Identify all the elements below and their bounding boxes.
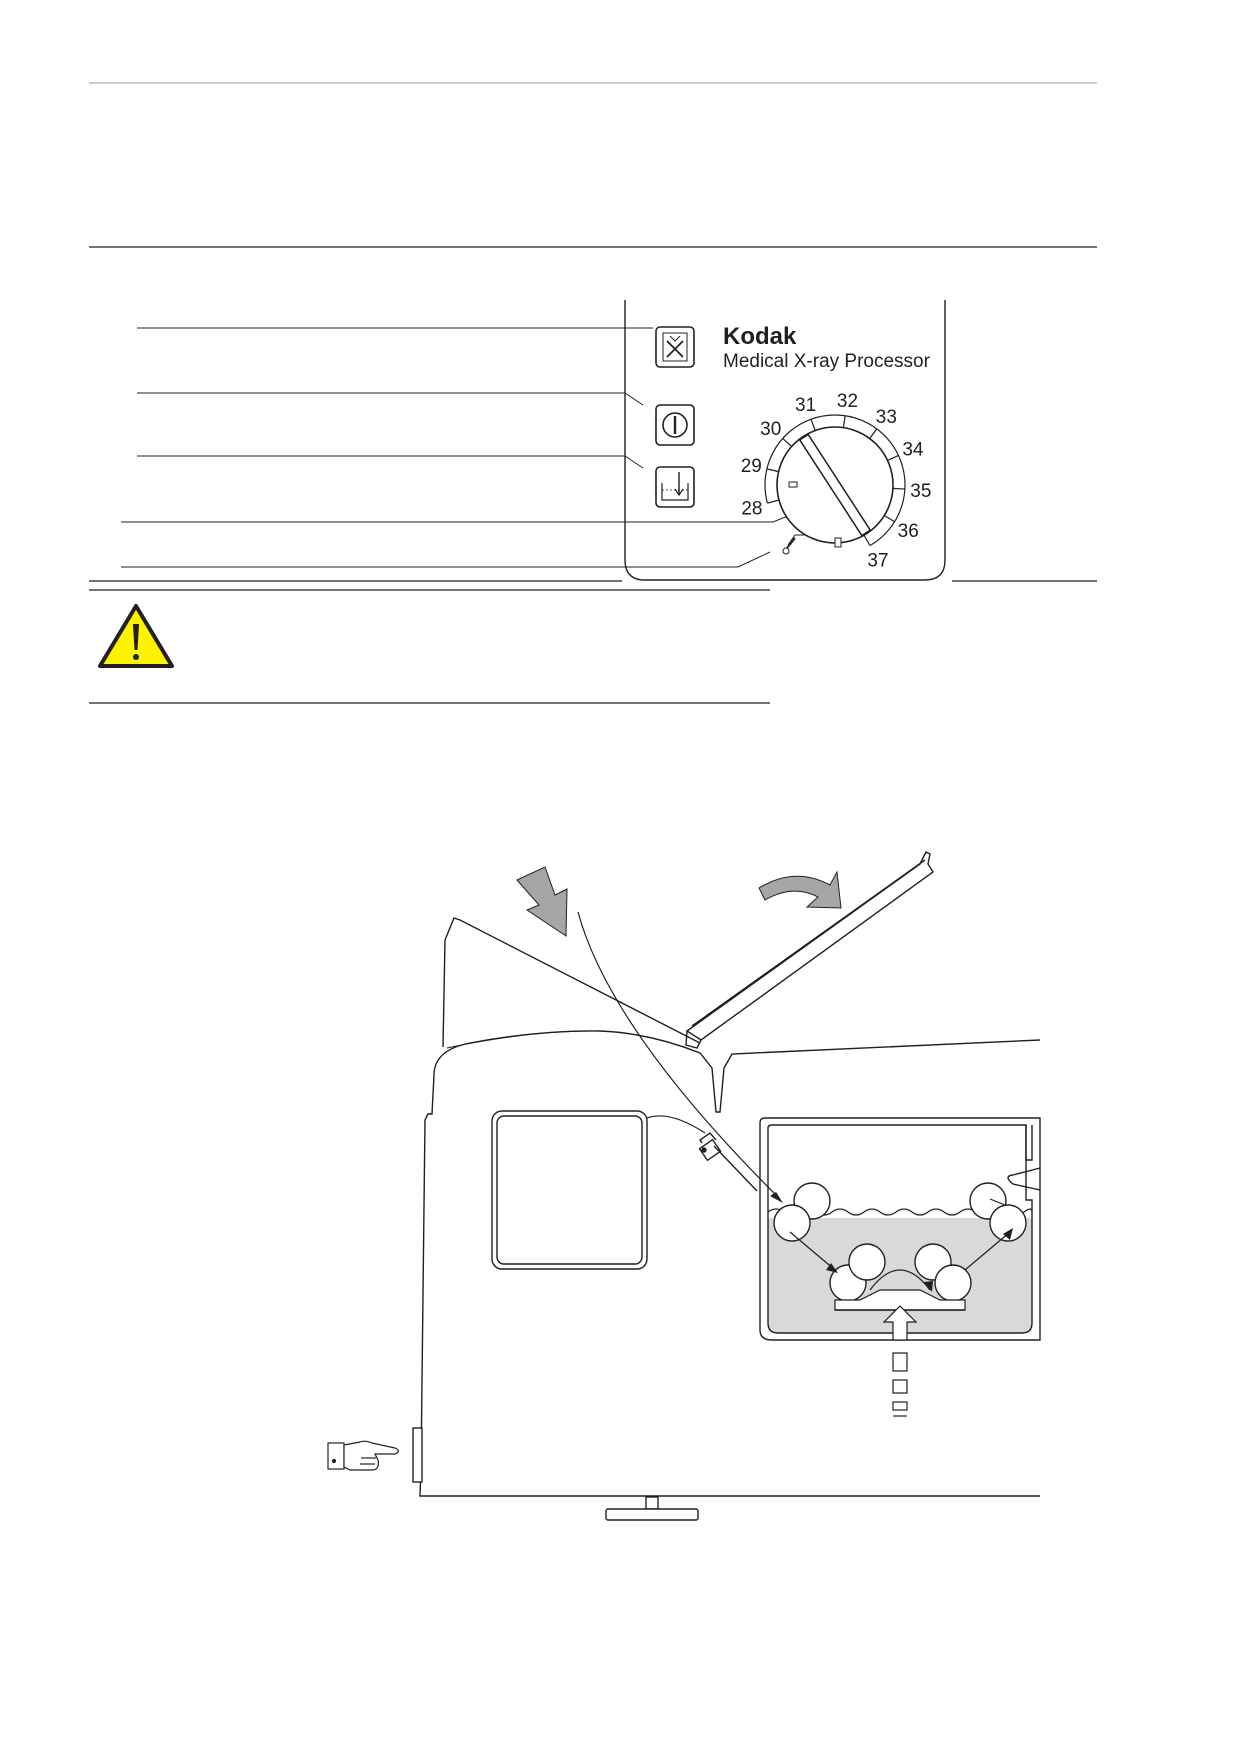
leveling-foot	[605, 1496, 699, 1521]
dial-tick	[863, 534, 871, 546]
film-jam-icon	[655, 326, 695, 368]
dial-tick	[766, 468, 779, 473]
dial-tick-label: 35	[910, 481, 931, 502]
dial-scale-arc	[764, 414, 906, 547]
dial-tick-label: 30	[760, 419, 781, 440]
leader-line-3	[137, 455, 644, 469]
dial-tick	[767, 499, 780, 504]
dial-tick	[884, 514, 895, 523]
pointing-hand-icon	[327, 1440, 400, 1471]
control-panel: Kodak Medical X-ray Processor 28 29 30 31 32…	[121, 300, 946, 581]
warning-box	[89, 580, 770, 704]
film-sensor	[698, 1132, 758, 1192]
dial-tick-label: 32	[837, 391, 858, 412]
processor-diagram	[412, 851, 1041, 1521]
replenish-icon	[655, 466, 695, 508]
dial-tick	[887, 454, 899, 462]
dial-tick-label: 28	[741, 498, 762, 519]
replenish-flow	[882, 1305, 918, 1417]
thermometer-icon	[782, 534, 805, 555]
open-lid-arrow	[758, 870, 842, 909]
power-icon	[655, 404, 695, 446]
dial-tick	[869, 428, 878, 439]
roller-rack	[773, 1182, 1027, 1311]
leader-line-5	[121, 551, 771, 568]
leader-line-4	[121, 497, 833, 523]
dial-tick-label: 31	[795, 395, 816, 416]
warning-triangle-icon	[98, 604, 174, 668]
dial-tick-label: 33	[876, 407, 897, 428]
dial-tick-label: 34	[902, 440, 924, 461]
insert-film-arrow	[516, 866, 568, 937]
dial-tick	[842, 415, 846, 428]
front-window	[491, 1110, 648, 1270]
dial-tick-label: 37	[867, 550, 888, 571]
dial-tick	[810, 419, 816, 431]
film-path	[577, 911, 1011, 1291]
dial-tick-label: 29	[741, 456, 762, 477]
product-name: Medical X-ray Processor	[723, 351, 931, 372]
open-lid	[685, 851, 934, 1049]
leader-line-2	[137, 392, 644, 406]
side-switch	[412, 1427, 423, 1483]
dial-tick	[782, 438, 793, 447]
dial-tick	[892, 487, 905, 490]
dial-tick-label: 36	[898, 521, 919, 542]
brand-logo: Kodak	[723, 323, 797, 350]
